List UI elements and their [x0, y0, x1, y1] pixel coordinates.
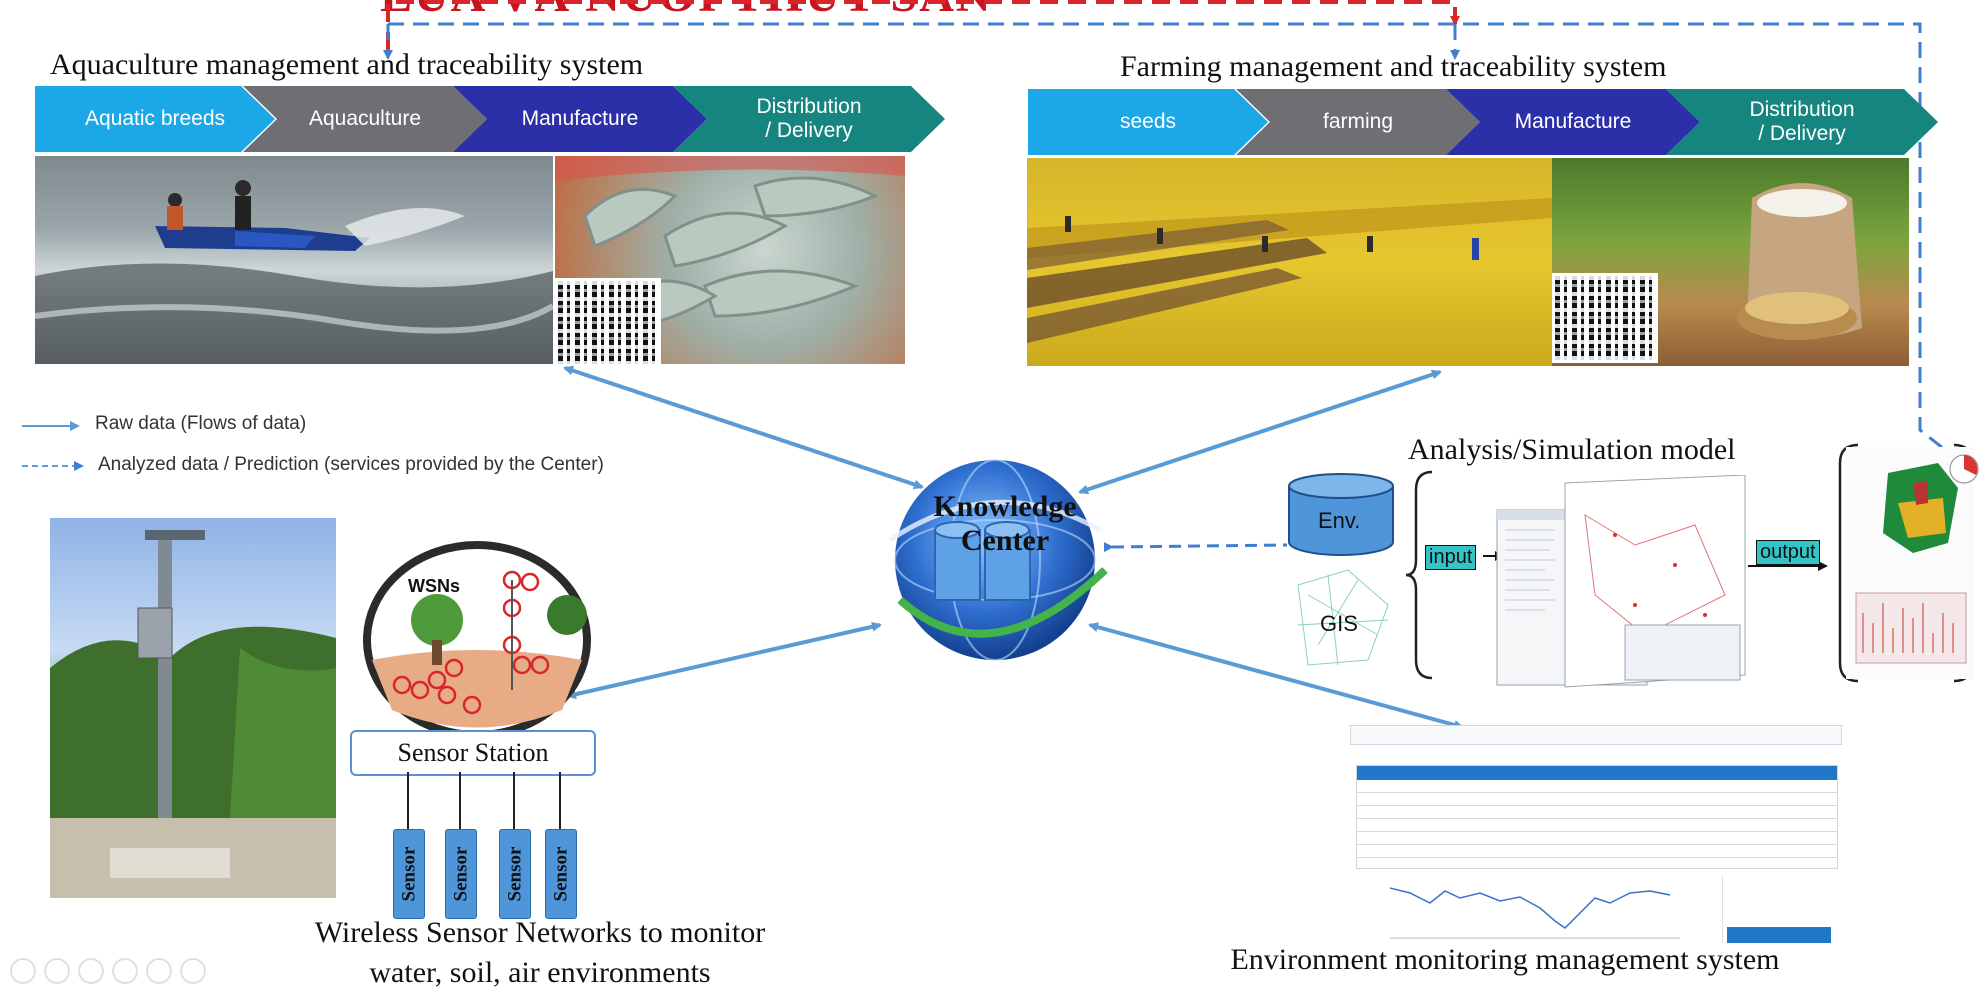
- arrow-wsn: [566, 621, 882, 700]
- farming-qr-code: [1552, 273, 1658, 363]
- sensor-station-box: Sensor Station: [350, 730, 596, 776]
- output-tag: output: [1756, 540, 1820, 565]
- step-aquaculture: Aquaculture: [243, 86, 487, 152]
- knowledge-center-globe: [888, 459, 1108, 661]
- dashboard-line-chart: [1390, 887, 1680, 939]
- farming-title: Farming management and traceability syst…: [1120, 50, 1667, 83]
- step-farming: farming: [1236, 89, 1480, 155]
- pen-icon[interactable]: [78, 958, 104, 984]
- sensor-station-label: Sensor Station: [397, 738, 549, 767]
- arrow-environment: [1088, 622, 1464, 730]
- input-bracket: [1405, 470, 1433, 680]
- gis-label: GIS: [1320, 611, 1358, 636]
- wsn-caption: Wireless Sensor Networks to monitor wate…: [200, 913, 880, 993]
- more-icon[interactable]: [180, 958, 206, 984]
- kc-line1: Knowledge: [933, 490, 1077, 523]
- step-manufacture-farm: Manufacture: [1446, 89, 1700, 155]
- aquaculture-qr-code: [555, 278, 661, 364]
- wsn-badge: WSNs: [408, 576, 461, 596]
- sensor-1: Sensor: [393, 829, 425, 919]
- step-manufacture: Manufacture: [453, 86, 707, 152]
- farming-value-chain: seeds farming Manufacture Distribution /…: [1028, 89, 1938, 155]
- slides-icon[interactable]: [112, 958, 138, 984]
- prev-icon[interactable]: [10, 958, 36, 984]
- env-database-icon: [1288, 473, 1394, 556]
- wsn-caption-line2: water, soil, air environments: [369, 956, 711, 989]
- environment-caption: Environment monitoring management system: [1230, 943, 1780, 976]
- slide-toolbar[interactable]: [10, 958, 206, 984]
- output-arrow: [1748, 561, 1828, 571]
- kc-line2: Center: [960, 524, 1050, 557]
- red-dashed-connector: [386, 0, 1460, 50]
- dashboard-table: [1356, 765, 1838, 869]
- step-distribution: Distribution / Delivery: [673, 86, 945, 152]
- aquaculture-value-chain: Aquatic breeds Aquaculture Manufacture D…: [35, 86, 945, 152]
- next-icon[interactable]: [44, 958, 70, 984]
- step-aquatic-breeds: Aquatic breeds: [35, 86, 275, 152]
- arrow-center-env: [1103, 542, 1288, 553]
- dashboard-filter-bar: [1350, 725, 1842, 745]
- step-distribution-farm: Distribution / Delivery: [1666, 89, 1938, 155]
- sensor-4: Sensor: [545, 829, 577, 919]
- step-seeds: seeds: [1028, 89, 1268, 155]
- analysis-title: Analysis/Simulation model: [1408, 433, 1736, 466]
- output-bracket: [1838, 443, 1979, 683]
- zoom-icon[interactable]: [146, 958, 172, 984]
- aquaculture-title: Aquaculture management and traceability …: [50, 48, 644, 81]
- sensor-3: Sensor: [499, 829, 531, 919]
- wsn-caption-line1: Wireless Sensor Networks to monitor: [314, 916, 766, 949]
- rice-field-photo: [1027, 158, 1552, 366]
- wsn-circle-diagram: [363, 541, 591, 739]
- sensor-pole-photo: [50, 518, 336, 898]
- gis-map-icon: [1297, 569, 1389, 666]
- blue-dashed-loop: [388, 22, 1959, 462]
- shrimp-photo: [555, 156, 905, 364]
- arrow-farming: [1078, 369, 1442, 495]
- simulation-screenshots: [1496, 475, 1746, 688]
- dashboard-side-panel: [1722, 875, 1835, 943]
- rice-sack-photo: [1552, 158, 1909, 366]
- input-tag: input: [1425, 545, 1477, 570]
- sensor-2: Sensor: [445, 829, 477, 919]
- legend-raw-data: Raw data (Flows of data): [95, 413, 307, 434]
- legend-analyzed-data: Analyzed data / Prediction (services pro…: [98, 454, 604, 475]
- env-label: Env.: [1318, 508, 1361, 533]
- aquaculture-boat-photo: [35, 156, 553, 364]
- top-title: LÚA VÀ NUÔI THỦY SẢN: [380, 0, 993, 23]
- knowledge-center-label: Knowledge Center: [910, 490, 1100, 558]
- arrow-aquaculture: [563, 365, 924, 490]
- sensor-lines: [407, 772, 561, 830]
- environment-dashboard: [1350, 725, 1842, 945]
